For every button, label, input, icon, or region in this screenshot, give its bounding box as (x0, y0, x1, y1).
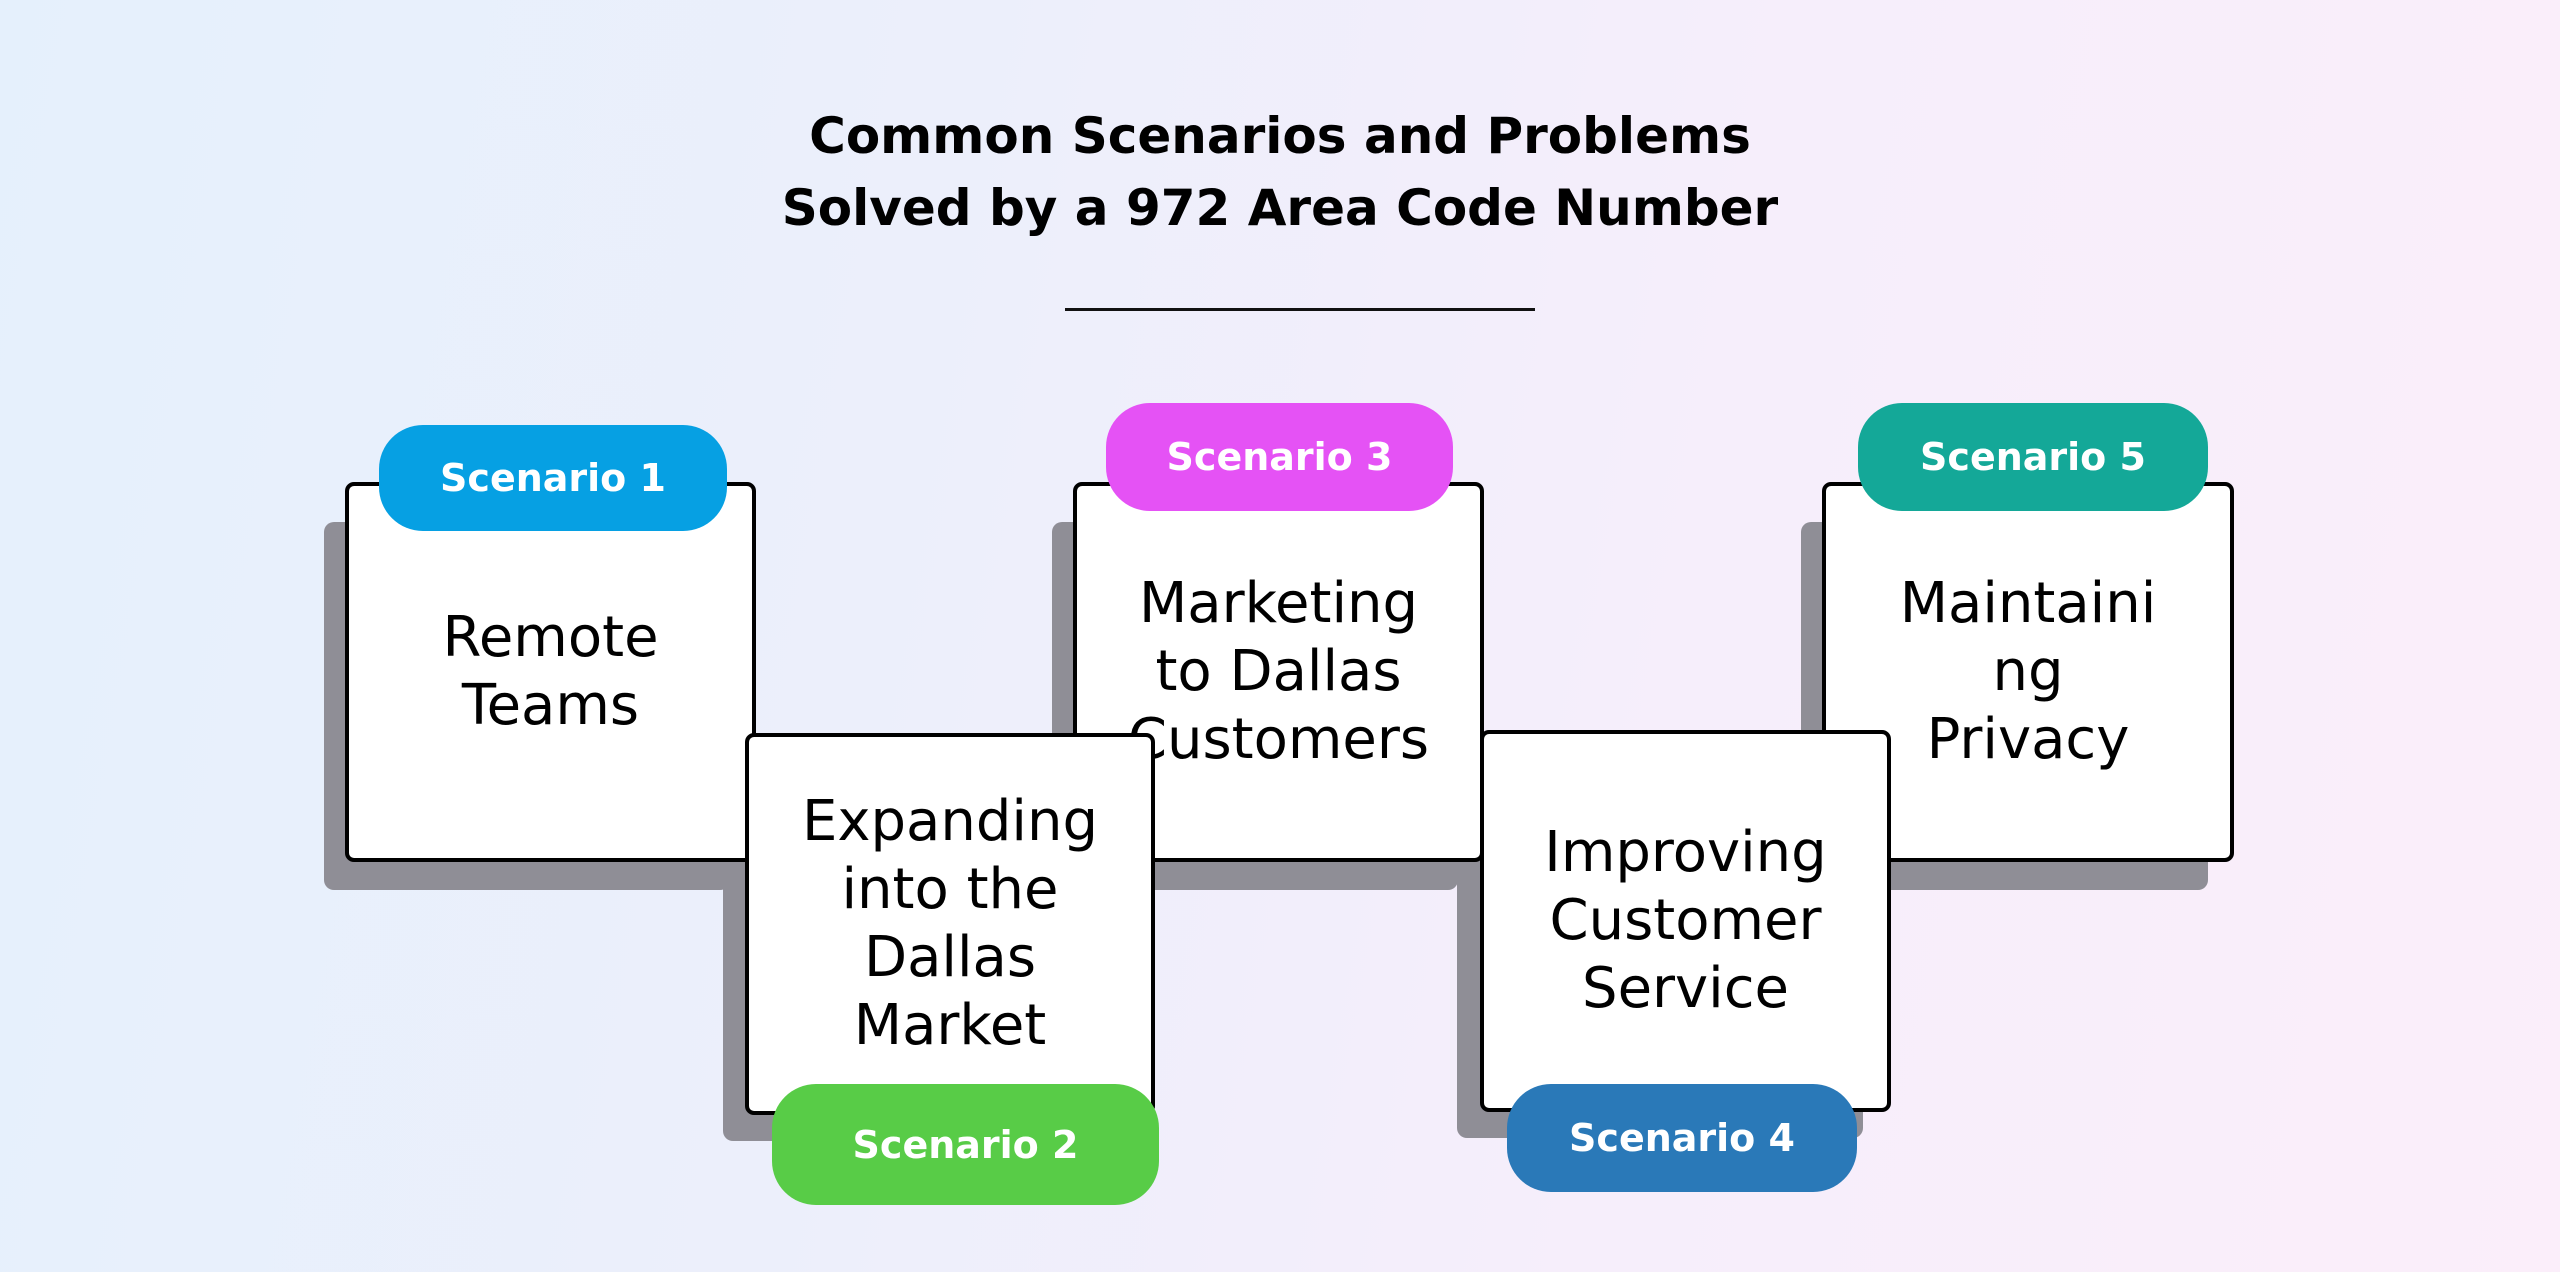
text-line: ng (1992, 639, 2064, 704)
text-line: Marketing (1138, 571, 1419, 636)
scenario-text-4: Improving Customer Service (1544, 819, 1826, 1023)
badge-label: Scenario 5 (1920, 435, 2146, 479)
scenario-text-2: Expanding into the Dallas Market (802, 788, 1098, 1060)
text-line: to Dallas (1155, 639, 1402, 704)
text-line: Customers (1127, 707, 1430, 772)
scenario-card-5: Maintaini ng Privacy (1822, 482, 2234, 862)
scenario-badge-3: Scenario 3 (1106, 403, 1453, 511)
badge-label: Scenario 1 (440, 456, 666, 500)
scenario-card-3: Marketing to Dallas Customers (1073, 482, 1484, 862)
text-line: Remote (442, 605, 659, 670)
badge-label: Scenario 2 (852, 1122, 1079, 1167)
scenario-badge-2: Scenario 2 (772, 1084, 1159, 1205)
text-line: Market (853, 993, 1047, 1058)
page-title: Common Scenarios and Problems Solved by … (0, 100, 2560, 244)
text-line: Privacy (1926, 707, 2130, 772)
text-line: Service (1582, 956, 1789, 1021)
text-line: Customer (1549, 888, 1822, 953)
scenario-badge-4: Scenario 4 (1507, 1084, 1857, 1192)
scenario-card-2: Expanding into the Dallas Market (745, 733, 1155, 1115)
scenario-badge-1: Scenario 1 (379, 425, 727, 531)
text-line: Teams (461, 673, 640, 738)
scenario-badge-5: Scenario 5 (1858, 403, 2208, 511)
text-line: Improving (1544, 820, 1827, 885)
title-line-2: Solved by a 972 Area Code Number (781, 179, 1779, 237)
scenario-text-1: Remote Teams (442, 604, 658, 740)
scenario-text-3: Marketing to Dallas Customers (1128, 570, 1429, 774)
text-line: into the (841, 857, 1059, 922)
text-line: Maintaini (1899, 571, 2157, 636)
text-line: Expanding (801, 789, 1099, 854)
title-divider (1065, 308, 1535, 311)
scenario-card-4: Improving Customer Service (1480, 730, 1891, 1112)
text-line: Dallas (863, 925, 1037, 990)
title-line-1: Common Scenarios and Problems (809, 107, 1751, 165)
badge-label: Scenario 3 (1166, 435, 1393, 479)
scenario-card-1: Remote Teams (345, 482, 756, 862)
scenario-text-5: Maintaini ng Privacy (1900, 570, 2157, 774)
badge-label: Scenario 4 (1569, 1116, 1795, 1160)
